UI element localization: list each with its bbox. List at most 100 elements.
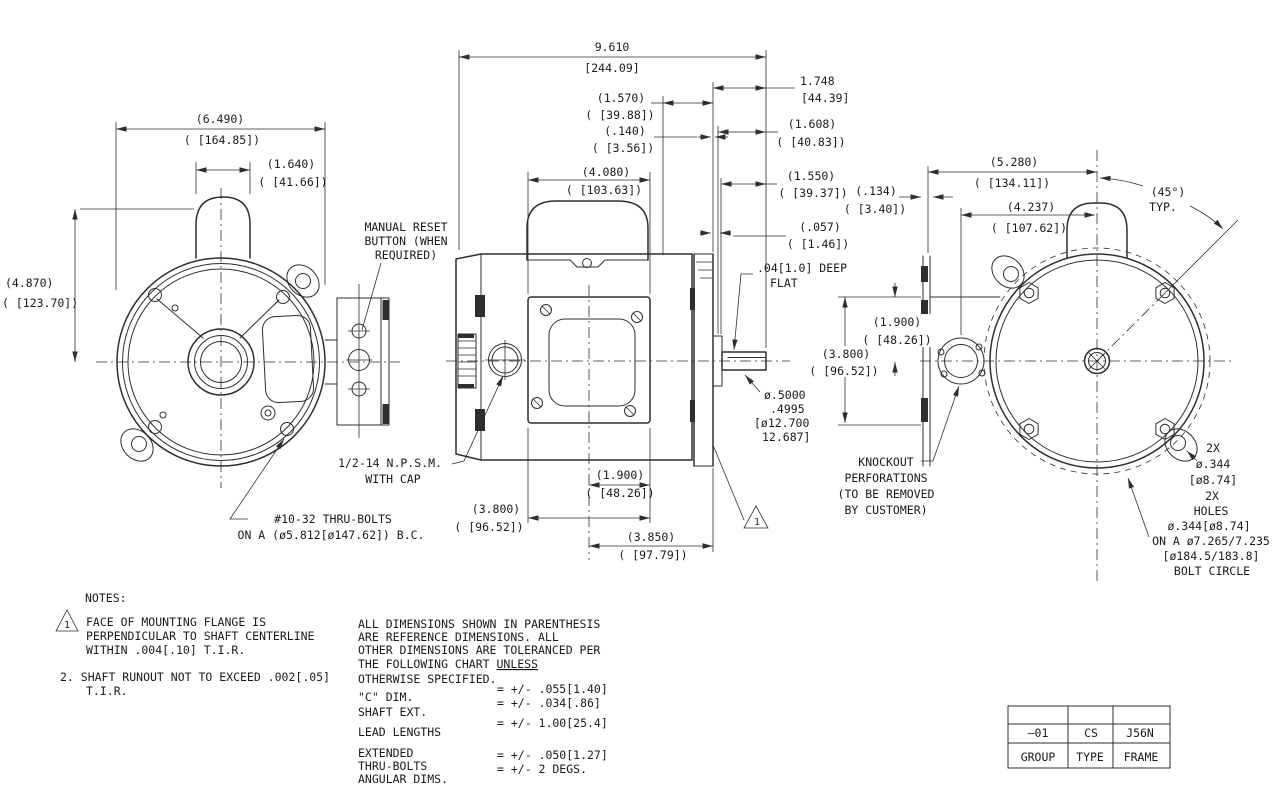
- dim-4080: (4.080) ( [103.63]): [528, 165, 650, 197]
- svg-text:MANUAL RESET: MANUAL RESET: [364, 220, 447, 234]
- thru-bolts-label: #10-32 THRU-BOLTS ON A (ø5.812[ø147.62])…: [229, 438, 425, 542]
- dim-057-in: (.057): [799, 220, 841, 234]
- tol-value-thru-bolts: = +/- .050[1.27]: [497, 748, 608, 762]
- note1-line3: WITHIN .004[.10] T.I.R.: [86, 643, 245, 657]
- note1-line2: PERPENDICULAR TO SHAFT CENTERLINE: [86, 629, 315, 643]
- svg-text:ø.5000: ø.5000: [764, 388, 806, 402]
- dim-45-typ: TYP.: [1149, 200, 1177, 214]
- dim-5280: (5.280) ( [134.11]): [927, 155, 1097, 253]
- knockout-label: KNOCKOUT PERFORATIONS (TO BE REMOVED BY …: [838, 385, 960, 517]
- bolt-circle-leader: [1127, 477, 1150, 538]
- svg-text:ON A ø7.265/7.235: ON A ø7.265/7.235: [1152, 534, 1270, 548]
- dim-1748-in: 1.748: [800, 74, 835, 88]
- reset-bracket-side-profile: [324, 284, 390, 438]
- tol-value-c-dim: = +/- .055[1.40]: [497, 682, 608, 696]
- holes-callout-leader: [1186, 450, 1198, 462]
- dim-1900-mm: ( [48.26]): [585, 486, 654, 500]
- junction-box-cover: [548, 318, 636, 407]
- dim-3800r-mm: ( [96.52]): [809, 364, 878, 378]
- mounting-flange-edge: [690, 253, 723, 467]
- notes-title: NOTES:: [85, 591, 127, 605]
- manual-reset-leader: [361, 262, 382, 331]
- left-end-view: (6.490) ( [164.85]) (1.640) ( [41.66]) (…: [2, 112, 448, 542]
- flange-holes: [148, 288, 294, 436]
- diagonal-centerline: [1096, 295, 1163, 362]
- svg-text:1/2-14 N.P.S.M.: 1/2-14 N.P.S.M.: [338, 456, 442, 470]
- tol-label-shaft-ext: SHAFT EXT.: [358, 705, 427, 719]
- tol-value-lead-lengths: = +/- 1.00[25.4]: [497, 716, 608, 730]
- dim-1570-mm: ( [39.88]): [585, 108, 654, 122]
- dim-1900-right: (1.900) ( [48.26]): [838, 283, 932, 426]
- note2-line2: T.I.R.: [86, 684, 128, 698]
- flag-triangle-icon: [55, 609, 79, 632]
- junction-box: [527, 296, 651, 424]
- dim-3800-bottom: (3.800) ( [96.52]): [454, 502, 650, 534]
- dim-45-angle: (45°): [1151, 185, 1186, 199]
- nameplate: [261, 314, 315, 404]
- flat-note: .04[1.0] DEEP FLAT: [732, 261, 847, 351]
- dim-1550-mm: ( [39.37]): [778, 186, 847, 200]
- dim-6490: (6.490) ( [164.85]): [115, 112, 326, 290]
- tol-underlined-word: UNLESS: [496, 657, 538, 671]
- group-value: –01: [1028, 726, 1049, 740]
- shaft-dia-callout: ø.5000 .4995 [ø12.700 12.687]: [744, 374, 810, 444]
- dim-3800-in: (3.800): [472, 502, 520, 516]
- svg-text:12.687]: 12.687]: [762, 430, 810, 444]
- holes-callout: 2X ø.344 [ø8.74]: [1186, 441, 1237, 487]
- type-value: CS: [1084, 726, 1098, 740]
- motor-body-outline: [455, 253, 693, 461]
- dim-1608-in: (1.608): [788, 117, 836, 131]
- frame-value: J56N: [1126, 726, 1154, 740]
- knockout-leader: [921, 385, 960, 462]
- shaft: [721, 351, 767, 371]
- dim-057: (.057) ( [1.46]): [700, 220, 849, 251]
- dim-4080-mm: ( [103.63]): [566, 183, 642, 197]
- dim-45deg: (45°) TYP.: [1099, 175, 1224, 230]
- dim-4870-mm: ( [123.70]): [2, 296, 78, 310]
- mounting-ears: [120, 264, 320, 462]
- dim-9610-mm: [244.09]: [584, 61, 639, 75]
- tol-header-3: OTHER DIMENSIONS ARE TOLERANCED PER: [358, 643, 600, 657]
- conduit-cap: [485, 340, 525, 380]
- title-block: –01 CS J56N GROUP TYPE FRAME: [1007, 705, 1171, 769]
- dim-1900-in: (1.900): [596, 468, 644, 482]
- svg-text:FLAT: FLAT: [770, 276, 798, 290]
- dim-1640-mm: ( [41.66]): [258, 175, 327, 189]
- svg-text:BUTTON (WHEN: BUTTON (WHEN: [364, 234, 447, 248]
- dim-9610-in: 9.610: [595, 40, 630, 54]
- mounting-ears: [991, 255, 1198, 462]
- dim-057-mm: ( [1.46]): [787, 237, 849, 251]
- extension-lines: [458, 50, 767, 552]
- note2-line1: 2. SHAFT RUNOUT NOT TO EXCEED .002[.05]: [60, 670, 330, 684]
- tol-value-shaft-ext: = +/- .034[.86]: [497, 696, 601, 710]
- dim-3850-in: (3.850): [627, 530, 675, 544]
- dim-1570-in: (1.570): [597, 91, 645, 105]
- type-label: TYPE: [1076, 750, 1104, 764]
- note1-line1: FACE OF MOUNTING FLANGE IS: [86, 615, 266, 629]
- tol-header-4: THE FOLLOWING CHART UNLESS: [358, 657, 538, 671]
- frame-label: FRAME: [1124, 750, 1159, 764]
- dim-1748-mm: [44.39]: [801, 91, 849, 105]
- tol-label-thru-bolts: THRU-BOLTS: [358, 759, 427, 773]
- dim-1640-in: (1.640): [267, 157, 315, 171]
- conduit-box-dome: [526, 200, 649, 268]
- tolerance-block: ALL DIMENSIONS SHOWN IN PARENTHESIS ARE …: [358, 617, 608, 786]
- dim-1640: (1.640) ( [41.66]): [195, 157, 328, 194]
- conduit-dome-outline: [195, 196, 251, 259]
- right-end-view: (5.280) ( [134.11]) (.134) ( [3.40]) (4.…: [809, 150, 1270, 585]
- svg-text:ø.344[ø8.74]: ø.344[ø8.74]: [1167, 519, 1250, 533]
- dim-5280-in: (5.280): [990, 155, 1038, 169]
- tol-header-2: ARE REFERENCE DIMENSIONS. ALL: [358, 630, 559, 644]
- tol-label-extended: EXTENDED: [358, 746, 413, 760]
- title-block-border: [1007, 705, 1171, 769]
- dim-9610: 9.610 [244.09]: [459, 40, 766, 75]
- flag-number: 1: [754, 517, 760, 528]
- tol-label-lead-lengths: LEAD LENGTHS: [358, 725, 441, 739]
- svg-text:KNOCKOUT: KNOCKOUT: [858, 455, 913, 469]
- svg-text:ON A (ø5.812[ø147.62]) B.C.: ON A (ø5.812[ø147.62]) B.C.: [238, 528, 425, 542]
- angle-reference-line: [1161, 219, 1239, 297]
- svg-text:.4995: .4995: [770, 402, 805, 416]
- dim-140-in: (.140): [604, 124, 646, 138]
